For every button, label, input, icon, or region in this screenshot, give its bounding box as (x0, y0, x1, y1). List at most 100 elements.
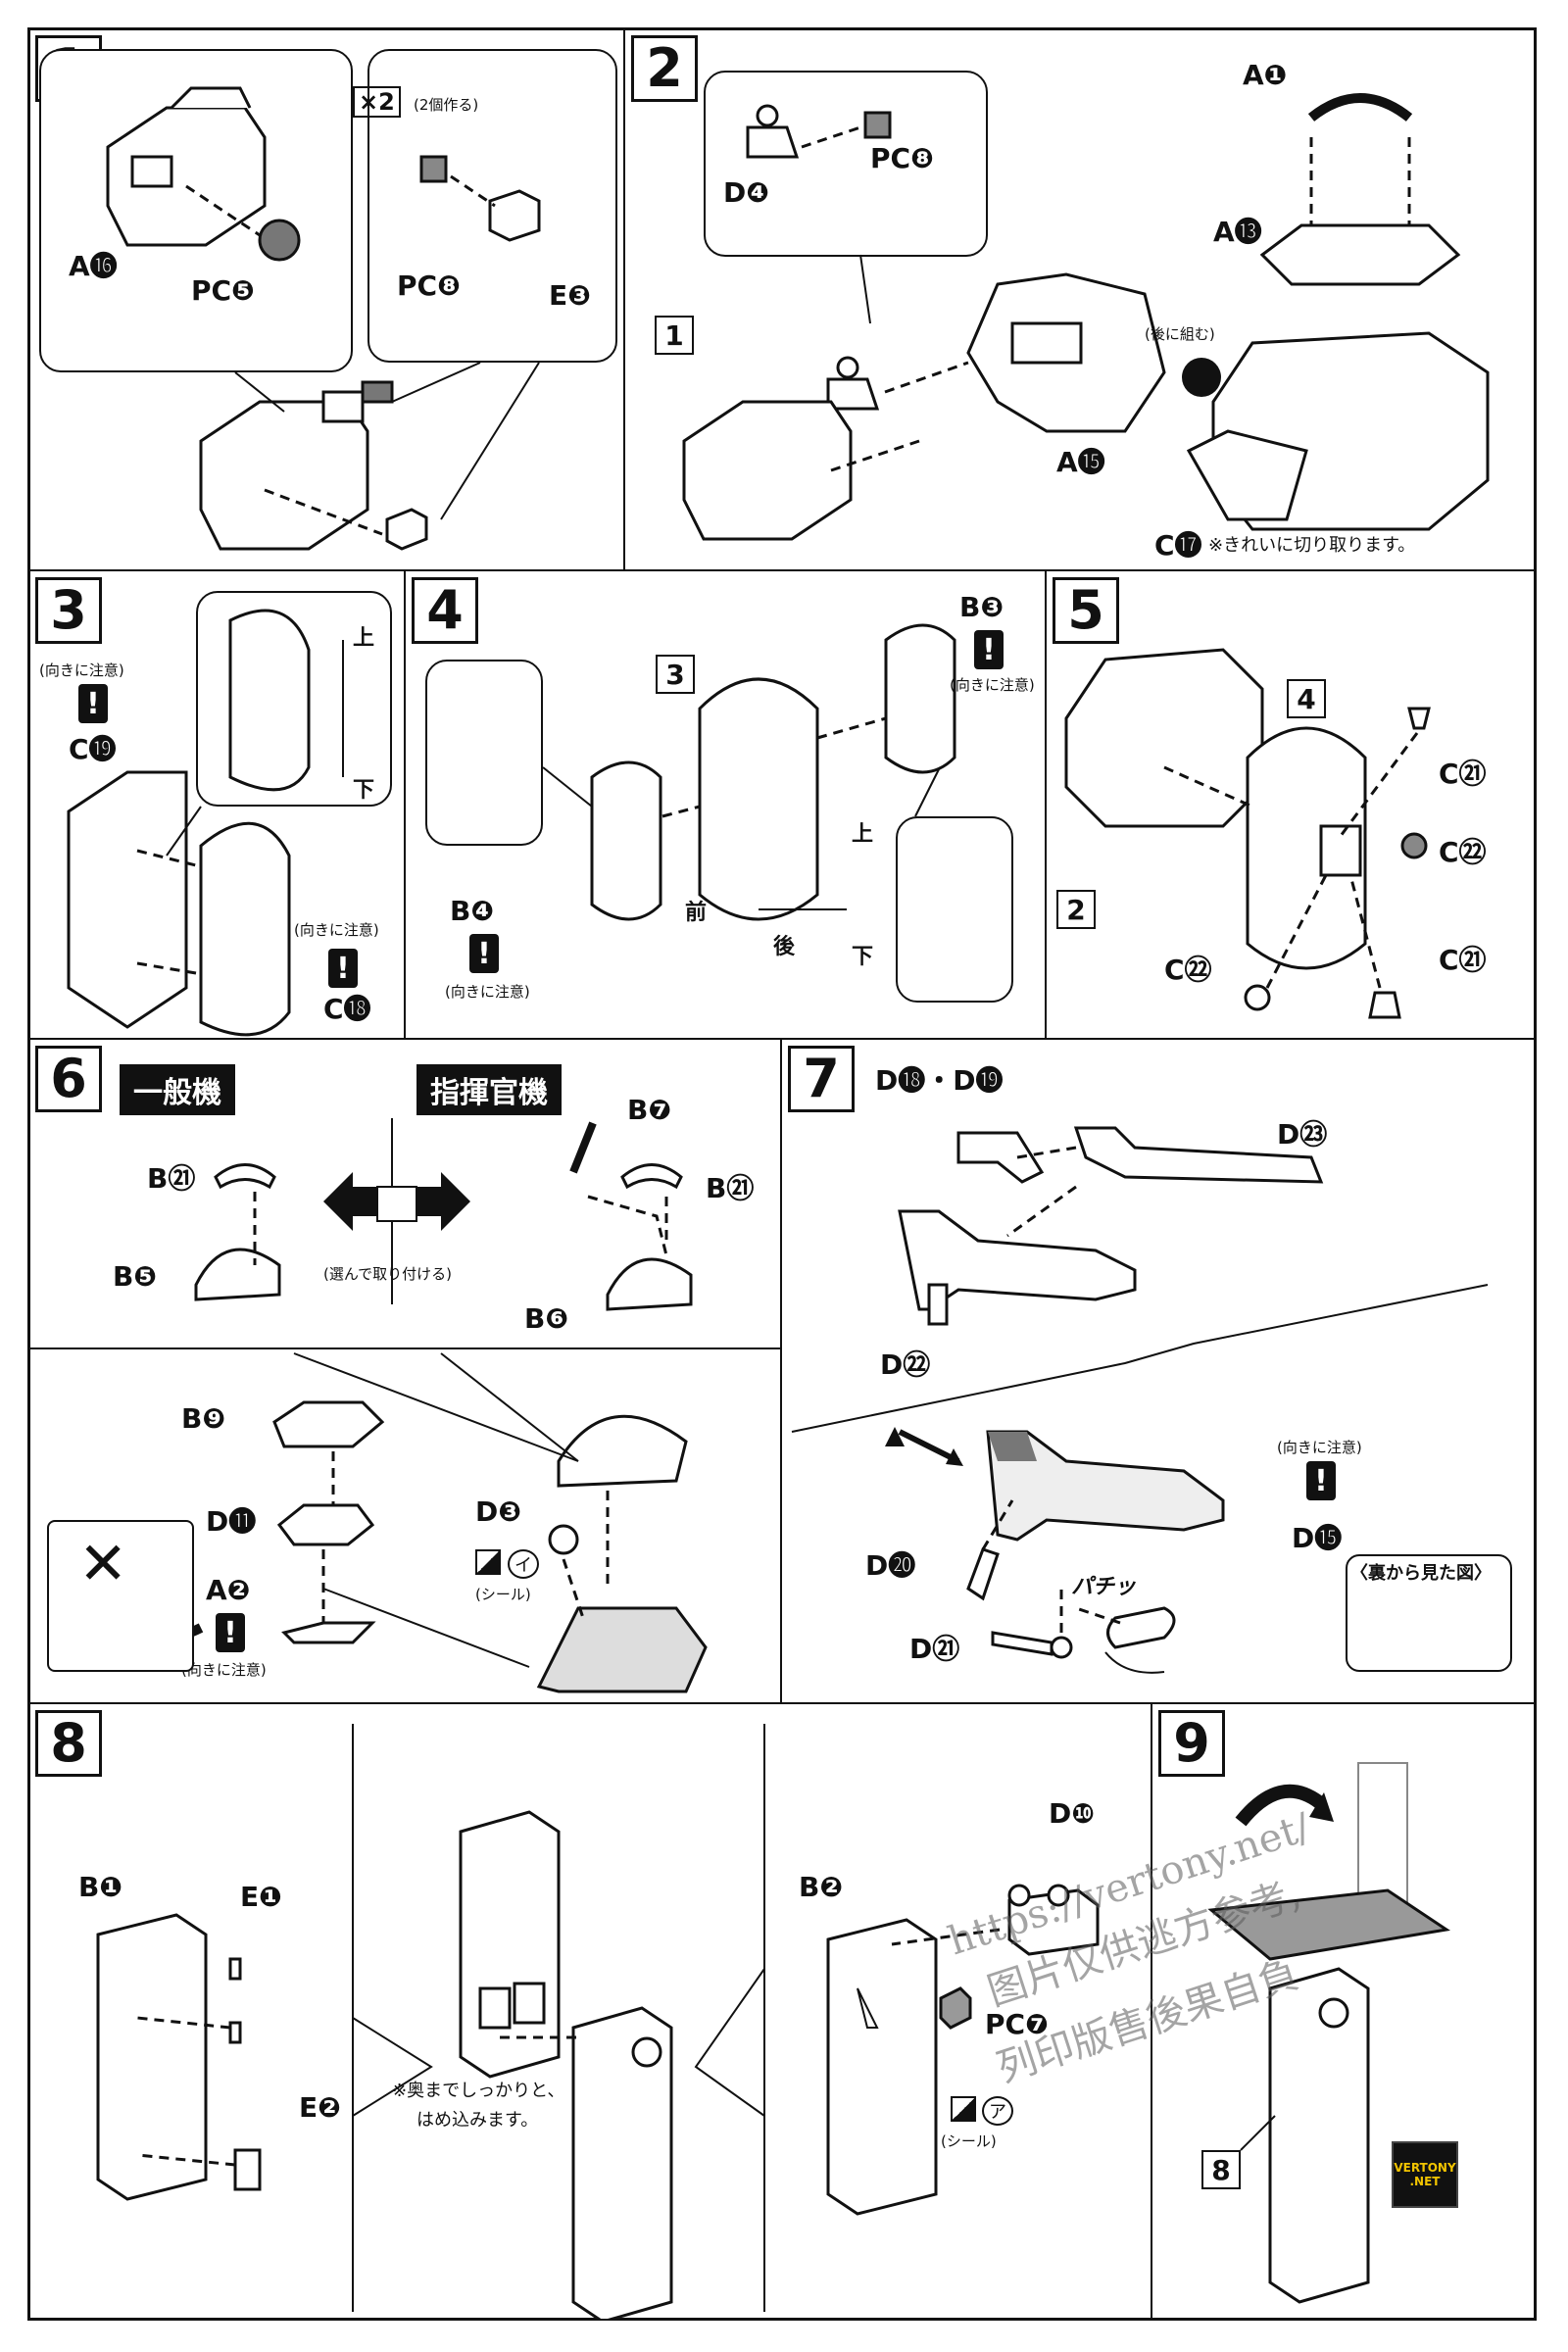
step-6-drawing (29, 1118, 780, 1693)
c22-right-drawing (1400, 832, 1428, 859)
label-c22-bottom: C㉒ (1164, 954, 1212, 986)
attention-note-b4: (向きに注意) (445, 983, 530, 1001)
badge-line-2: .NET (1409, 2175, 1441, 2188)
attention-note-1: (向きに注意) (39, 662, 124, 679)
assembled-part-drawing (199, 380, 394, 551)
label-d18-d19: D⓲・D⓳ (875, 1064, 1004, 1097)
sticker-letter: イ (508, 1549, 539, 1579)
warning-icon: ! (216, 1613, 245, 1652)
backpack-drawing (459, 1810, 561, 2079)
b4-drawing (590, 760, 662, 921)
b3-drawing (884, 623, 956, 774)
step-5-drawing (1064, 648, 1431, 1019)
label-c21-bottom: C㉑ (1439, 944, 1487, 976)
c17-drawing (1186, 429, 1308, 521)
label-b9: B❾ (181, 1402, 226, 1435)
warning-icon: ! (974, 630, 1004, 669)
label-d20: D⓴ (865, 1549, 916, 1582)
step-2-panel: 2 D❹ PC❽ 1 A⓯ A❶ A⓭ (後に組む) C⓱ ※きれいに切り取りま… (623, 27, 1537, 571)
direction-down: 下 (353, 778, 375, 803)
c19-drawing (67, 770, 188, 1029)
step-number: 8 (35, 1710, 102, 1777)
sticker-note: (シール) (475, 1586, 531, 1603)
b2-drawing (826, 1918, 938, 2216)
label-c22-right: C㉒ (1439, 836, 1487, 868)
ref-step-4: 4 (1287, 679, 1326, 718)
a13-drawing (1259, 223, 1461, 286)
body-drawing (698, 677, 819, 921)
label-b21-commander: B㉑ (706, 1172, 755, 1204)
d23-drawing (1073, 1126, 1324, 1184)
label-c18: C⓲ (323, 993, 371, 1025)
warning-icon: ! (469, 934, 499, 973)
push-note-1: ※奥までしっかりと、 (392, 2081, 565, 2101)
label-c17: C⓱ (1154, 529, 1202, 562)
step-5-panel: 5 4 2 C㉑ C㉒ C㉒ C㉑ (1045, 569, 1537, 1040)
step-1-drawing (106, 86, 541, 551)
d21-drawing (991, 1631, 1073, 1659)
label-c19: C⓳ (69, 733, 117, 765)
step-9-panel: 9 8 (1151, 1702, 1537, 2321)
attention-note: (向きに注意) (1277, 1439, 1362, 1456)
attention-note-b3: (向きに注意) (950, 676, 1035, 694)
warning-icon: ! (1306, 1461, 1336, 1500)
c22-bottom-drawing (1244, 984, 1271, 1011)
label-pc8: PC❽ (397, 270, 461, 302)
label-d4: D❹ (723, 176, 769, 209)
step-number: 5 (1053, 577, 1119, 644)
a1-drawing (1307, 93, 1413, 122)
pc8-drawing (863, 111, 892, 139)
head-assembly-drawing (1064, 648, 1264, 828)
multiplier-badge: ×2 (353, 86, 401, 118)
step-4-drawing (542, 623, 956, 921)
commander-type-banner: 指揮官機 (416, 1064, 562, 1115)
a15-drawing (966, 272, 1166, 433)
label-b4: B❹ (450, 895, 495, 927)
callout-b4-view (425, 660, 543, 846)
step-8-drawing (96, 1724, 1100, 2319)
orientation-part-drawing (228, 609, 311, 792)
label-d21: D㉑ (909, 1633, 960, 1665)
label-e1: E❶ (240, 1881, 282, 1913)
badge-line-1: VERTONY (1394, 2161, 1456, 2175)
snap-sound: パチッ (1071, 1575, 1137, 1599)
label-b21-general: B㉑ (147, 1162, 196, 1195)
e3-drawing (488, 189, 541, 242)
small-e3-drawing (385, 508, 428, 551)
step-6-panel: 6 一般機 指揮官機 (27, 1038, 782, 1704)
direction-up: 上 (852, 822, 874, 847)
back-view-label: 〈裏から見た図〉 (1350, 1563, 1492, 1584)
label-d10: D❿ (1049, 1797, 1095, 1830)
body-assembly-drawing (1246, 726, 1367, 970)
step-7-panel: 7 D⓲・D⓳ D㉓ D㉒ (向きに注意) ! D⓯ 〈裏から見た図〉 D⓴ パ… (780, 1038, 1537, 1704)
label-a16: A⓰ (69, 250, 118, 282)
label-a1: A❶ (1243, 59, 1288, 91)
rifle-drawing (986, 1430, 1225, 1542)
step-number: 3 (35, 577, 102, 644)
label-b1: B❶ (78, 1871, 123, 1903)
wrong-mark: ✕ (78, 1530, 128, 1598)
direction-down: 下 (852, 945, 874, 969)
step-3-drawing (67, 609, 344, 1037)
label-d3: D❸ (475, 1495, 521, 1528)
step-number: 6 (35, 1046, 102, 1112)
d18-d19-drawing (956, 1131, 1045, 1184)
d4-drawing (746, 104, 800, 159)
ref-step-1: 1 (655, 316, 694, 355)
label-d22: D㉒ (880, 1348, 931, 1381)
sticker-icon (951, 2096, 976, 2122)
pc7-drawing (939, 1986, 972, 2030)
sticker-icon (475, 1549, 501, 1575)
c21-top-drawing (1407, 707, 1431, 730)
attention-note-2: (向きに注意) (294, 921, 379, 939)
b9-drawing (272, 1400, 385, 1448)
label-a2: A❷ (206, 1574, 251, 1606)
label-b6: B❻ (524, 1302, 569, 1335)
vertony-badge: VERTONY .NET (1392, 2141, 1458, 2208)
general-type-banner: 一般機 (120, 1064, 235, 1115)
label-b2: B❷ (799, 1871, 844, 1903)
c21-bottom-drawing (1368, 991, 1401, 1019)
b7-drawing (569, 1121, 597, 1174)
b6-drawing (606, 1257, 693, 1311)
label-d23: D㉓ (1277, 1118, 1328, 1151)
